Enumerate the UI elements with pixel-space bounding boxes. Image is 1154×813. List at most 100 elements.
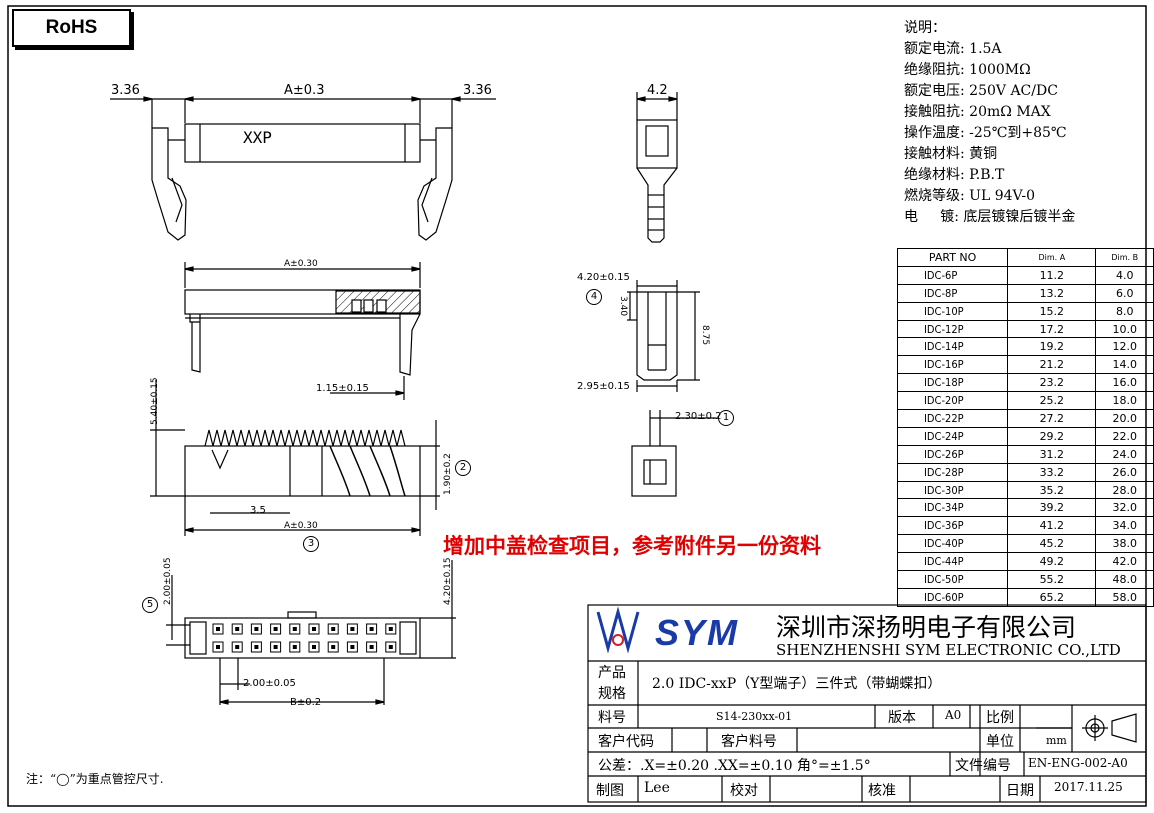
title-block-lines (587, 604, 1147, 803)
dim-230: 2.30±0.2 (675, 411, 722, 422)
side-view-bottom (631, 410, 716, 497)
dim-b-cell: 8.0 (1095, 301, 1154, 321)
part-no-cell: IDC-12P (896, 319, 1009, 339)
pin-contact (292, 627, 297, 631)
pin-contact (350, 627, 355, 631)
projection-symbol-icon (1082, 713, 1137, 743)
pin-contact (235, 645, 240, 649)
callout-1: 1 (718, 410, 734, 426)
spec-title: 说明： (904, 20, 946, 36)
product-label-1: 产品 (598, 665, 626, 681)
dim-a-cell: 45.2 (1007, 534, 1097, 554)
pin-contact (388, 627, 393, 631)
pin-cell (327, 641, 339, 653)
callout-2: 2 (455, 460, 471, 476)
file-no-label: 文件编号 (955, 758, 1011, 774)
dim-a-cell: 13.2 (1007, 283, 1097, 303)
dim-a-cell: 31.2 (1007, 444, 1097, 464)
pin-cell (289, 623, 301, 635)
dim-b-cell: 16.0 (1095, 373, 1154, 393)
dim-b-cell: 22.0 (1095, 426, 1154, 446)
pin-cell (346, 623, 358, 635)
part-no-cell: IDC-24P (896, 426, 1009, 446)
pin-contact (331, 627, 336, 631)
company-name-cn: 深圳市深扬明电子有限公司 (776, 613, 1077, 642)
dim-a-cell: 41.2 (1007, 516, 1097, 536)
dim-340: 3.40 (618, 296, 628, 317)
dim-a-cell: 19.2 (1007, 337, 1097, 357)
dim-b-cell: 38.0 (1095, 534, 1154, 554)
dim-top-left: 3.36 (111, 83, 140, 98)
dim-a-cell: 11.2 (1007, 265, 1097, 285)
callout-5: 5 (142, 597, 158, 613)
drawn-label: 制图 (596, 783, 624, 799)
part-no-cell: IDC-44P (896, 552, 1009, 572)
pin-cell (270, 641, 282, 653)
dim-190: 1.90±0.2 (443, 453, 453, 495)
spec-row: 接触阻抗: 20mΩ MAX (904, 104, 1051, 120)
front-view (110, 96, 496, 241)
dim-420-top: 4.20±0.15 (577, 272, 630, 283)
pin-cell (385, 641, 397, 653)
part-no-value: S14-230xx-01 (716, 710, 793, 723)
side-view-middle (627, 280, 700, 392)
side-view-top (636, 92, 678, 243)
product-label-2: 规格 (598, 686, 626, 702)
pin-cell (385, 623, 397, 635)
company-name-en: SHENZHENSHI SYM ELECTRONIC CO.,LTD (776, 641, 1121, 659)
file-no-value: EN-ENG-002-A0 (1028, 756, 1128, 770)
pin-contact (216, 627, 220, 631)
dim-a-cell: 21.2 (1007, 355, 1097, 375)
spec-row: 电 镀: 底层镀镍后镀半金 (904, 209, 1076, 225)
dim-b-cell: 14.0 (1095, 355, 1154, 375)
callout-4: 4 (586, 289, 602, 305)
pin-contact (388, 645, 393, 649)
dim-200-vertical: 2.00±0.05 (163, 557, 173, 605)
dim-a-cell: 27.2 (1007, 409, 1097, 428)
part-no-cell: IDC-10P (896, 301, 1009, 321)
pin-contact (369, 627, 374, 631)
customer-part-label: 客户料号 (721, 734, 777, 750)
dim-a-cell: 39.2 (1007, 498, 1097, 518)
pin-contact (254, 627, 259, 631)
dim-b-cell: 18.0 (1095, 391, 1154, 411)
scale-label: 比例 (986, 710, 1014, 726)
pin-cell (250, 623, 262, 635)
dim-side-width: 4.2 (647, 83, 668, 98)
part-no-cell: IDC-6P (896, 265, 1009, 285)
callout-3: 3 (303, 536, 319, 552)
pin-cell (327, 623, 339, 635)
spec-row: 额定电压: 250V AC/DC (904, 83, 1058, 99)
dim-b-cell: 48.0 (1095, 570, 1154, 589)
part-no-cell: IDC-28P (896, 462, 1009, 482)
pin-contact (312, 627, 316, 631)
part-no-cell: IDC-14P (896, 337, 1009, 357)
part-no-cell: IDC-36P (896, 516, 1009, 536)
pin-contact (216, 645, 220, 649)
header-dim-a: Dim. A (1007, 248, 1097, 267)
header-dim-b: Dim. B (1095, 248, 1154, 267)
pin-contact (273, 627, 278, 631)
dim-top-right: 3.36 (463, 83, 492, 98)
dim-a-cell: 29.2 (1007, 426, 1097, 446)
drawn-value: Lee (644, 780, 670, 796)
part-no-cell: IDC-60P (896, 587, 1009, 607)
part-no-label: 料号 (598, 710, 626, 726)
part-no-cell: IDC-22P (896, 409, 1009, 428)
dim-115: 1.15±0.15 (316, 383, 369, 394)
dim-b-cell: 32.0 (1095, 498, 1154, 518)
pin-cell (212, 641, 224, 653)
pin-cell (231, 623, 243, 635)
dim-a-cell: 33.2 (1007, 462, 1097, 482)
dim-a-cell: 65.2 (1007, 587, 1097, 607)
unit-label: 单位 (986, 734, 1014, 750)
